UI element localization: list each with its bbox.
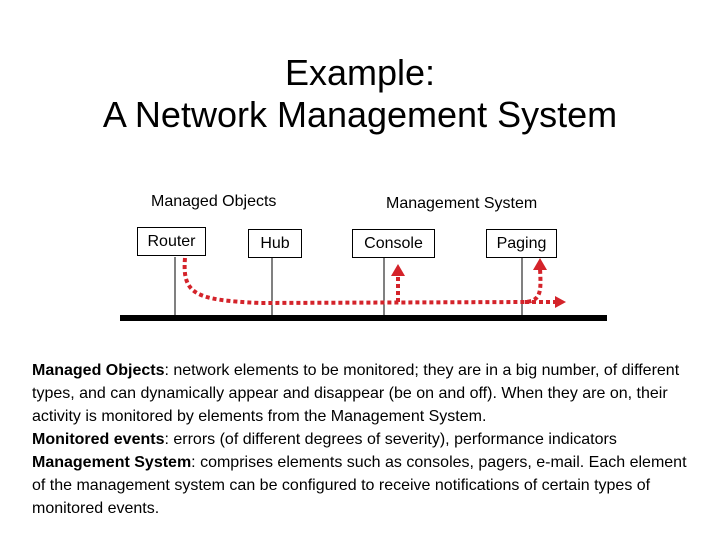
router-box: Router — [137, 227, 206, 256]
management-system-term: Management System — [32, 454, 192, 471]
managed-objects-text: : network elements to be monitored; they… — [32, 362, 680, 425]
arrowhead-to-console — [391, 264, 405, 276]
managed-objects-label: Managed Objects — [151, 193, 277, 210]
managed-objects-description: Managed Objects: network elements to be … — [32, 359, 702, 428]
management-system-text: : comprises elements such as consoles, p… — [32, 454, 687, 517]
arrowhead-right — [555, 296, 566, 308]
event-notification-arrows — [182, 257, 566, 308]
slide-title: Example: A Network Management System — [0, 52, 720, 136]
event-flow-path — [182, 257, 543, 306]
monitored-events-description: Monitored events: errors (of different d… — [32, 428, 702, 451]
title-line-2: A Network Management System — [102, 94, 618, 135]
management-system-description: Management System: comprises elements su… — [32, 451, 702, 520]
network-bus — [120, 315, 607, 321]
managed-objects-term: Managed Objects — [32, 362, 165, 379]
arrowhead-to-paging — [533, 258, 547, 270]
title-line-1: Example: — [284, 52, 436, 93]
paging-box: Paging — [486, 229, 557, 258]
monitored-events-text: : errors (of different degrees of severi… — [164, 431, 617, 448]
description-text: Managed Objects: network elements to be … — [32, 359, 702, 520]
hub-box: Hub — [248, 229, 302, 258]
monitored-events-term: Monitored events — [32, 431, 165, 448]
management-system-label: Management System — [386, 195, 538, 212]
console-box: Console — [352, 229, 435, 258]
